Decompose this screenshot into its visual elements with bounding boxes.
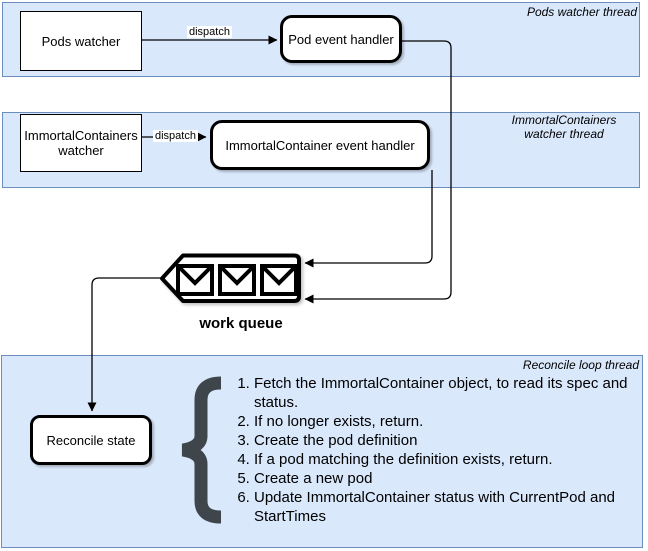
envelope-flap <box>262 266 296 286</box>
reconcile-steps-list: Fetch the ImmortalContainer object, to r… <box>230 374 628 526</box>
node-pods-watcher: Pods watcher <box>20 11 142 71</box>
envelope-flap <box>178 266 212 286</box>
connector-immortal-event-handler-to-work-queue <box>304 170 433 268</box>
immortalcontainers-watcher-thread-label: ImmortalContainers watcher thread <box>494 113 634 141</box>
node-pod-event-handler: Pod event handler <box>280 15 402 63</box>
immortalcontainers-label-line2: watcher thread <box>524 127 604 141</box>
reconcile-step: If a pod matching the definition exists,… <box>254 450 628 469</box>
reconcile-step: Fetch the ImmortalContainer object, to r… <box>254 374 628 412</box>
reconcile-step: Create the pod definition <box>254 431 628 450</box>
node-reconcile-state-label: Reconcile state <box>46 432 136 448</box>
dispatch-label-pods: dispatch <box>187 26 232 38</box>
envelope-flap <box>220 266 254 286</box>
dispatch-label-immortal: dispatch <box>153 130 198 142</box>
node-immortalcontainers-watcher-label: ImmortalContainers watcher <box>24 128 138 158</box>
connector-pod-event-handler-to-work-queue <box>304 40 452 304</box>
immortalcontainers-label-line1: ImmortalContainers <box>511 113 617 127</box>
reconcile-loop-thread-label: Reconcile loop thread <box>522 358 639 372</box>
node-reconcile-state: Reconcile state <box>30 415 152 465</box>
reconcile-step: Update ImmortalContainer status with Cur… <box>254 488 628 526</box>
envelope-icon <box>176 264 214 296</box>
node-pod-event-handler-label: Pod event handler <box>288 31 394 47</box>
work-queue-label: work queue <box>199 315 283 332</box>
work-queue-shape <box>160 253 301 303</box>
envelope-icon <box>260 264 298 296</box>
envelope-icon <box>218 264 256 296</box>
node-immortalcontainers-watcher: ImmortalContainers watcher <box>20 114 142 172</box>
reconcile-step: Create a new pod <box>254 469 628 488</box>
reconcile-step: If no longer exists, return. <box>254 412 628 431</box>
connector-work-queue-to-reconcile-state <box>87 277 162 412</box>
node-immortalcontainer-event-handler-label: ImmortalContainer event handler <box>225 137 415 153</box>
pods-watcher-thread-label: Pods watcher thread <box>526 5 637 19</box>
curly-brace <box>181 376 222 524</box>
node-immortalcontainer-event-handler: ImmortalContainer event handler <box>210 120 430 170</box>
node-pods-watcher-label: Pods watcher <box>41 33 121 49</box>
